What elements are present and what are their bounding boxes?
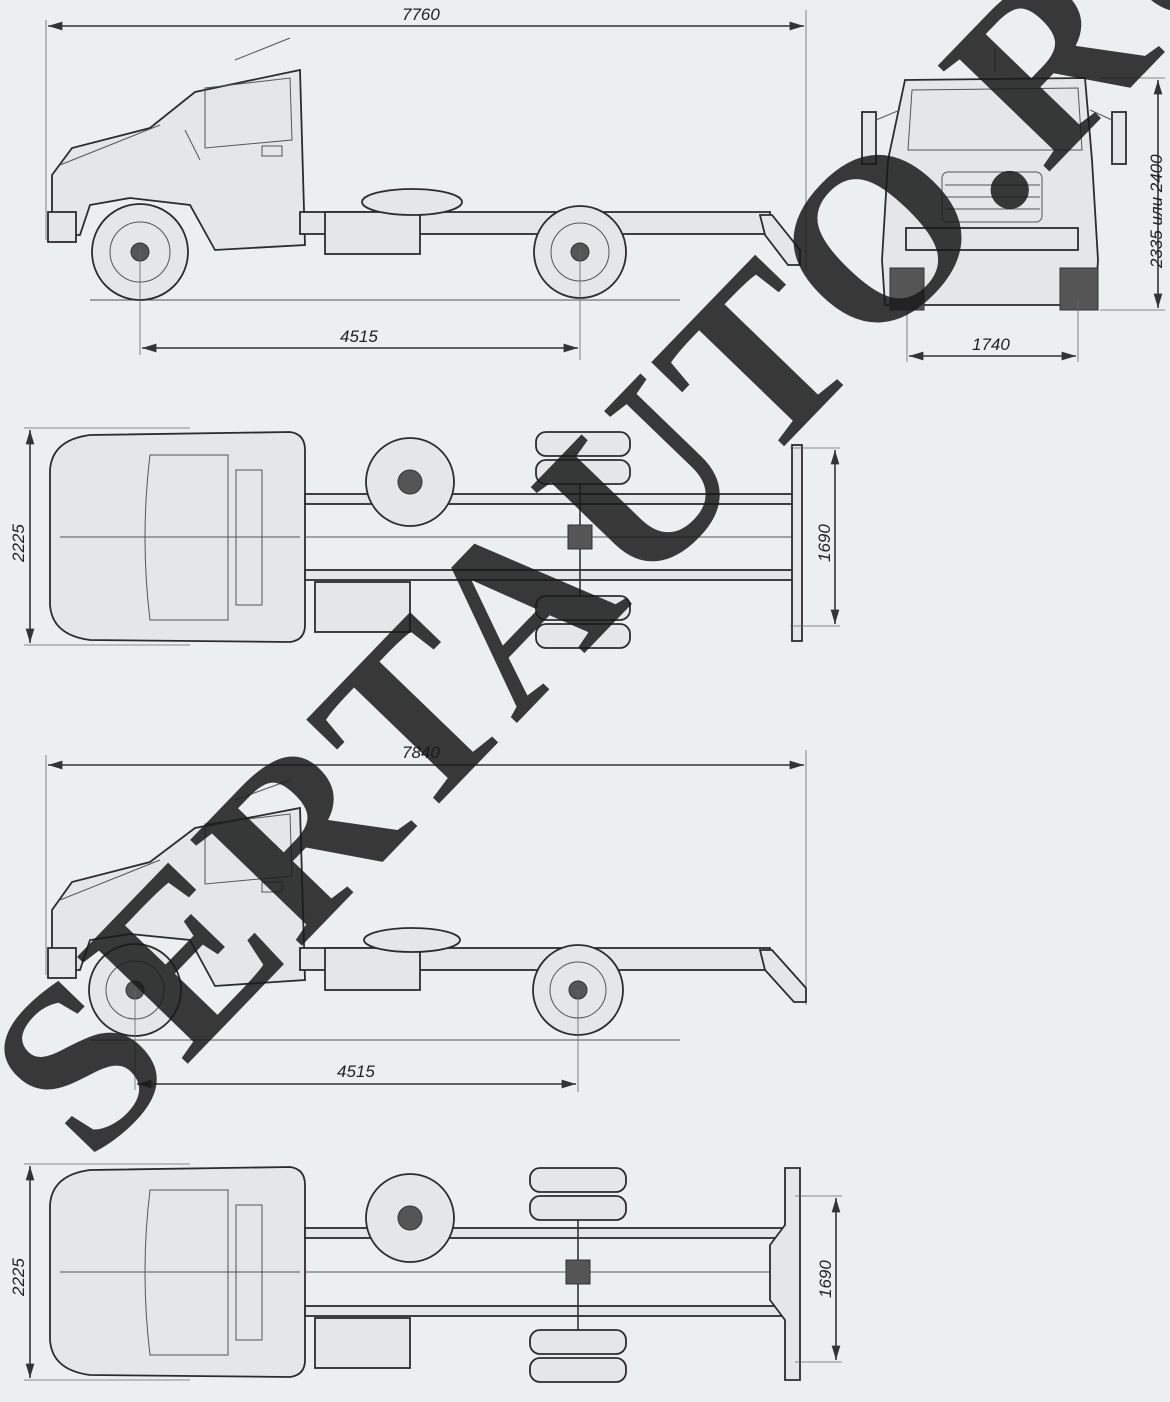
width-top-label: 2225 <box>9 524 28 563</box>
height-label: 2335 или 2400 <box>1147 154 1166 269</box>
rear-track-top-label: 1690 <box>815 524 834 562</box>
width-bottom-label: 2225 <box>9 1258 28 1297</box>
wheelbase-top-label: 4515 <box>340 327 378 346</box>
side-view-top: 7760 4515 <box>45 5 807 360</box>
side-view-bottom: 7840 4515 <box>45 743 807 1092</box>
front-track-label: 1740 <box>972 335 1010 354</box>
plan-view-bottom: 2225 1690 <box>9 1163 842 1383</box>
plan-view-top: 2225 1690 <box>9 427 840 649</box>
overall-length-top-label: 7760 <box>402 5 440 24</box>
front-view: 2335 или 2400 1740 <box>861 48 1166 362</box>
rear-track-bottom-label: 1690 <box>816 1260 835 1298</box>
wheelbase-bottom-label: 4515 <box>337 1062 375 1081</box>
overall-length-bottom-label: 7840 <box>402 743 440 762</box>
